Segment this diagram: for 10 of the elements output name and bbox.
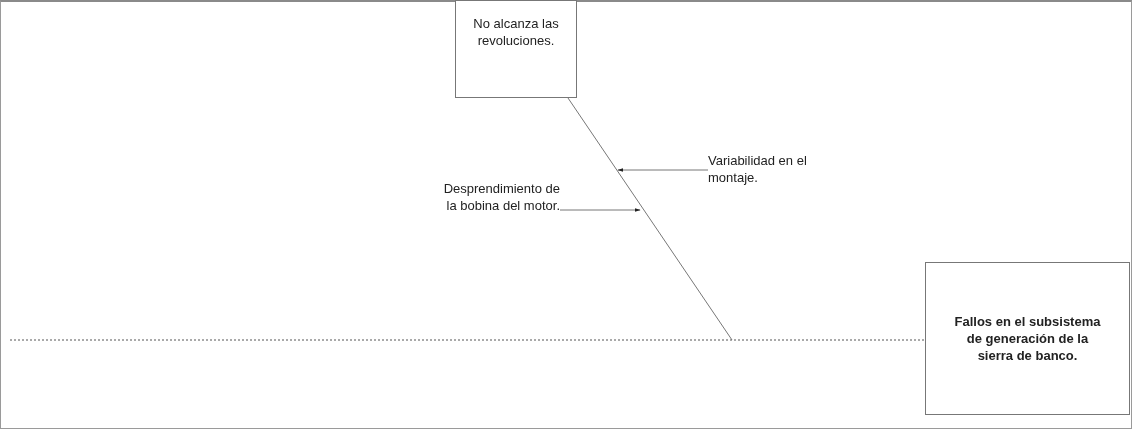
cause-label: Desprendimiento de la bobina del motor. [436,180,560,250]
effect-text: Fallos en el subsistema de generación de la sierra de banco. [953,313,1102,364]
arrow [559,208,641,212]
spine-line [9,339,926,341]
cause-text: No alcanza las revoluciones. [472,15,560,49]
arrow [617,168,709,172]
cause-label: Variabilidad en el montaje. [708,152,848,198]
effect-box [925,262,1130,415]
bone-line [567,97,733,341]
cause-box [455,0,577,98]
